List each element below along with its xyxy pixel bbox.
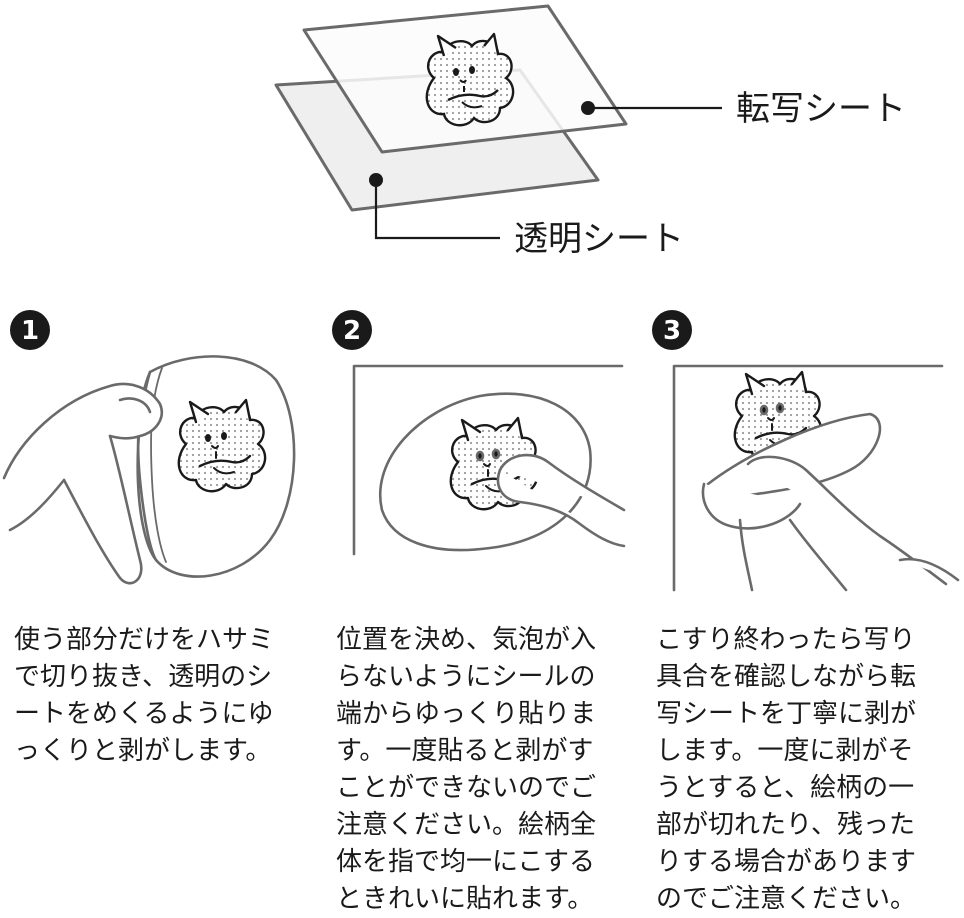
instruction-diagram: 転写シート 透明シート 1 2 3 [2,4,960,592]
step-badge-1: 1 [10,310,50,350]
clear-sheet-label: 透明シート [514,219,684,259]
step-number: 3 [663,316,681,346]
step2-illustration [352,364,626,556]
step2-description: 位置を決め、気泡が入 らないようにシールの 端からゆっくり貼りま す。一度貼ると… [336,625,597,914]
step1-description: 使う部分だけをハサミ で切り抜き、透明のシ ートをめくるようにゆ っくりと剥がし… [14,625,275,766]
step3-description: こすり終わったら写り 具合を確認しながら転 写シートを丁寧に剥が します。一度に… [656,625,917,914]
step-number: 2 [343,316,361,346]
hand-illustration [701,455,960,592]
step-badge-2: 2 [332,310,372,350]
hand-illustration [2,382,163,585]
hand-illustration [496,453,626,548]
transfer-sheet-label: 転写シート [736,89,906,129]
sheet-illustration: 転写シート 透明シート [274,4,906,259]
step-number: 1 [21,316,39,346]
step3-illustration [672,364,960,592]
step-badge-3: 3 [652,310,692,350]
step1-illustration [2,355,296,585]
